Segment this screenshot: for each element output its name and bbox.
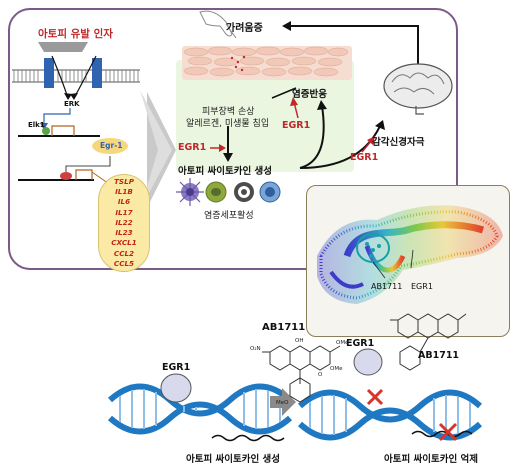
dna-left bbox=[107, 383, 293, 435]
egr1-label-b: EGR1 bbox=[282, 120, 311, 131]
gene-item: IL22 bbox=[115, 217, 133, 227]
gene-item: TSLP bbox=[114, 176, 134, 186]
mrna-left bbox=[211, 434, 285, 442]
ab1711-structure-left bbox=[262, 345, 341, 403]
gene-item: CCL5 bbox=[113, 259, 135, 269]
top-panel-frame bbox=[8, 8, 458, 270]
cytokine-production-caption: 아토피 싸이토카인 생성 bbox=[186, 454, 281, 465]
structure-label: O₂N bbox=[250, 346, 261, 352]
itch-label: 가려움증 bbox=[226, 23, 263, 34]
egr1-circle-left bbox=[160, 373, 192, 403]
egr1-gene-label: Egr-1 bbox=[100, 141, 123, 150]
gene-item: CCL2 bbox=[113, 248, 135, 258]
gene-item: IL17 bbox=[115, 207, 133, 217]
erk-label: ERK bbox=[64, 100, 80, 108]
egr1-bottom-right: EGR1 bbox=[346, 338, 375, 349]
mrna-right bbox=[411, 430, 473, 438]
structure-label: MeO bbox=[276, 400, 289, 406]
egr1-label-c: EGR1 bbox=[350, 152, 379, 163]
egr1-label-a: EGR1 bbox=[178, 142, 207, 153]
hand-illustration bbox=[199, 10, 237, 39]
ab1711-protein-label: AB1711 bbox=[371, 282, 403, 291]
inhibit-x-icon bbox=[438, 422, 458, 442]
skin-zone-background bbox=[176, 60, 354, 172]
receptor-left bbox=[44, 58, 54, 88]
structure-label: OMe bbox=[336, 340, 349, 346]
inflammatory-cell-activity-label: 염증세포활성 bbox=[204, 211, 254, 221]
cytokine-suppression-caption: 아토피 싸이토카인 억제 bbox=[384, 454, 479, 465]
cytokine-production-label: 아토피 싸이토카인 생성 bbox=[178, 166, 273, 177]
gene-item: IL1B bbox=[115, 186, 133, 196]
sensory-stimulus-label: 감각신경자극 bbox=[372, 137, 425, 148]
egr1-bottom-left: EGR1 bbox=[162, 362, 191, 373]
protein-structure-panel: AB1711 EGR1 bbox=[306, 185, 510, 337]
induction-factor-title: 아토피 유발 인자 bbox=[38, 28, 113, 40]
ab1711-bottom-right: AB1711 bbox=[418, 350, 460, 361]
structure-label: OMe bbox=[330, 366, 343, 372]
gene-item: IL23 bbox=[115, 228, 133, 238]
inflammation-response-label: 염증반응 bbox=[292, 89, 327, 100]
arrow-cytokine-to-sensory bbox=[299, 125, 381, 169]
gene-item: IL6 bbox=[117, 197, 131, 207]
egr1-gene-oval bbox=[92, 138, 128, 154]
egr1-protein-label: EGR1 bbox=[411, 282, 433, 291]
ab1711-structure-right bbox=[390, 313, 467, 371]
arrow-to-itch bbox=[288, 25, 419, 64]
brain-illustration bbox=[383, 63, 453, 115]
process-arrow bbox=[270, 388, 296, 416]
cytokine-gene-list: TSLP IL1B IL6 IL17 IL22 IL23 CXCL1 CCL2 … bbox=[98, 174, 150, 272]
gene-item: CXCL1 bbox=[111, 238, 137, 248]
receptor-right bbox=[92, 58, 102, 88]
elk1-label: Elk1 bbox=[28, 121, 45, 129]
protein-surface-graphic bbox=[317, 205, 503, 304]
skin-layer-illustration bbox=[182, 46, 352, 80]
arrow-inflammation-to-damage bbox=[271, 87, 297, 99]
factor-arrow bbox=[38, 42, 88, 52]
arrow-cytokine-to-inflammation bbox=[299, 105, 325, 169]
block-x-icon bbox=[366, 388, 384, 406]
skin-damage-line1: 피부장벽 손상 bbox=[202, 107, 255, 117]
structure-label: O bbox=[318, 372, 323, 378]
compound-title: AB1711 bbox=[262, 322, 306, 333]
dna-right bbox=[297, 389, 483, 441]
cell-membrane bbox=[12, 69, 140, 83]
inflammatory-cells bbox=[176, 178, 281, 206]
structure-label: OH bbox=[295, 338, 304, 344]
egr1-circle-right bbox=[353, 348, 383, 376]
skin-damage-line2: 알레르겐, 미생물 침입 bbox=[186, 119, 270, 129]
